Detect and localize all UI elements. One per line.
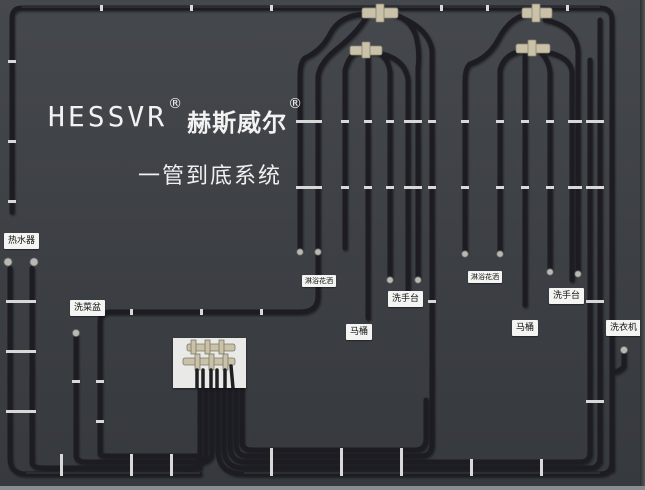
water-heater-fitting-right (29, 257, 39, 267)
manifold-bundle-right (215, 377, 615, 477)
label-washing-machine: 洗衣机 (606, 320, 642, 336)
label-toilet-right: 马桶 (512, 320, 539, 336)
right-manifold-a-pipes (462, 11, 533, 255)
left-manifold-a-shower (297, 11, 371, 253)
registered-mark-icon-2: ® (288, 96, 304, 112)
water-heater-pipe-left (7, 265, 203, 477)
label-toilet-left: 马桶 (346, 324, 373, 340)
brand-chinese: 赫斯威尔 (187, 109, 288, 137)
pipe-clips (6, 5, 604, 476)
washer-fitting (620, 346, 628, 354)
label-shower-left: 淋浴花洒 (302, 275, 336, 287)
brass-manifold-icon (182, 339, 236, 390)
kitchen-fitting (72, 329, 80, 337)
top-manifolds (349, 3, 553, 59)
brand-logo: HESSVR ® 赫斯威尔 ® (48, 96, 303, 138)
brand-latin: HESSVR (48, 100, 168, 133)
label-wash-basin-left: 洗手台 (388, 291, 424, 307)
label-kitchen-sink: 洗菜盆 (70, 300, 106, 316)
registered-mark-icon: ® (168, 96, 184, 112)
washer-pipe (609, 349, 627, 375)
kitchen-feed-pipe (97, 247, 321, 343)
board-frame-bottom (0, 486, 645, 490)
label-wash-basin-right: 洗手台 (549, 288, 585, 304)
kitchen-pipe (73, 333, 203, 465)
left-manifold-b-pipes (342, 49, 363, 251)
water-heater-fitting-left (3, 257, 13, 267)
label-shower-right: 淋浴花洒 (468, 271, 502, 283)
central-manifold-panel (173, 338, 246, 390)
board-frame-right (640, 0, 645, 490)
system-title: 一管到底系统 (138, 164, 283, 189)
label-water-heater: 热水器 (4, 233, 40, 249)
fixture-fittings (3, 248, 628, 354)
top-trunk-pipe (9, 5, 615, 473)
